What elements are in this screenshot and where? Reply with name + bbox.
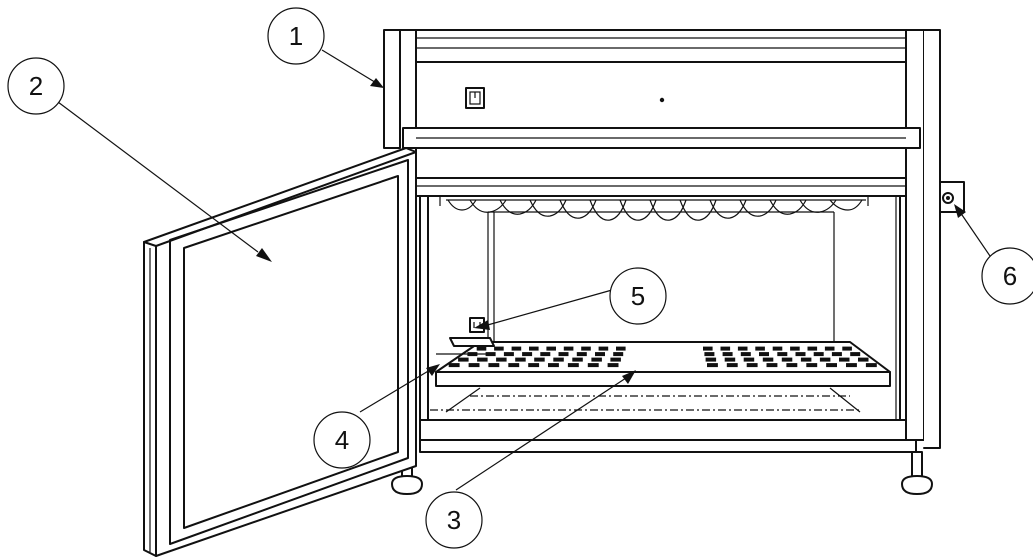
shelf-bracket xyxy=(436,337,495,355)
shelf-slot xyxy=(610,357,621,362)
shelf-slot xyxy=(746,363,758,368)
shelf-slot xyxy=(762,357,774,362)
shelf-slot xyxy=(705,357,717,362)
shelf-slot xyxy=(528,363,540,368)
shelf-slot xyxy=(737,346,748,351)
shelf-slot xyxy=(553,357,564,362)
shelf-slot xyxy=(511,346,522,351)
shelf-slot xyxy=(546,346,556,351)
shelf-slot xyxy=(503,352,514,357)
shelf-slot xyxy=(448,363,460,368)
shelf-slot xyxy=(515,357,526,362)
shelf-slot xyxy=(468,363,480,368)
shelf-slot xyxy=(842,346,852,351)
shelf-slot xyxy=(846,363,857,368)
svg-text:6: 6 xyxy=(1003,261,1017,291)
shelf-slot xyxy=(477,357,488,362)
shelf-slot xyxy=(563,346,574,351)
shelf-slot xyxy=(831,352,842,357)
shelf-slot xyxy=(800,357,812,362)
shelf-slot xyxy=(587,363,599,368)
shelf-slot xyxy=(534,357,545,362)
shelf-slot xyxy=(581,346,591,351)
shelf-slot xyxy=(826,363,837,368)
shelf-slot xyxy=(726,363,738,368)
foot-right xyxy=(901,451,933,495)
shelf-slot xyxy=(508,363,520,368)
shelf-slot xyxy=(850,352,861,357)
shelf-slot xyxy=(790,346,800,351)
shelf-slot xyxy=(743,357,755,362)
callout-6: 6 xyxy=(981,247,1033,305)
shelf-slot xyxy=(724,357,736,362)
shelf-slot xyxy=(703,346,713,351)
shelf-slot xyxy=(781,357,793,362)
shelf-slot xyxy=(591,357,602,362)
shelf-slot xyxy=(704,352,715,357)
callout-1: 1 xyxy=(267,7,325,65)
shelf-slot xyxy=(865,363,877,368)
svg-text:2: 2 xyxy=(29,71,43,101)
svg-text:5: 5 xyxy=(631,281,645,311)
svg-text:3: 3 xyxy=(447,505,461,535)
shelf-slot xyxy=(720,346,731,351)
shelf-slot xyxy=(824,346,835,351)
shelf-slot xyxy=(740,352,751,357)
shelf-slot xyxy=(786,363,798,368)
leader-lines xyxy=(57,49,991,491)
shelf-slot xyxy=(476,346,487,351)
shelf-slot xyxy=(558,352,569,357)
shelf-slot xyxy=(777,352,788,357)
shelf-slot xyxy=(488,363,500,368)
shelf-slot xyxy=(772,346,783,351)
shelf-slot xyxy=(766,363,778,368)
shelf-slot xyxy=(807,346,818,351)
shelf-slot xyxy=(576,352,587,357)
shelf-slot xyxy=(806,363,818,368)
door xyxy=(143,147,417,557)
shelf-slot xyxy=(494,346,504,351)
shelf-slot xyxy=(839,357,850,362)
shelf-grid xyxy=(435,341,891,387)
indicator-dot xyxy=(659,97,665,103)
shelf-slot xyxy=(607,363,619,368)
shelf-slot xyxy=(595,352,605,357)
shelf-slot xyxy=(759,352,769,357)
shelf-slot xyxy=(485,352,496,357)
cabinet-body xyxy=(383,29,965,495)
heater-fins xyxy=(439,196,869,221)
callout-5: 5 xyxy=(609,267,667,325)
shelf-slot xyxy=(616,346,626,351)
shelf-slot xyxy=(540,352,551,357)
shelf-slot xyxy=(458,357,469,362)
shelf-slot xyxy=(548,363,559,368)
callout-4: 4 xyxy=(313,411,371,469)
shelf-slot xyxy=(819,357,831,362)
shelf-slot xyxy=(722,352,733,357)
svg-text:1: 1 xyxy=(289,21,303,51)
shelf-slot xyxy=(813,352,824,357)
door-latch-icon xyxy=(939,181,965,213)
shelf-slot xyxy=(522,352,533,357)
shelf-slot xyxy=(572,357,583,362)
shelf-slot xyxy=(858,357,869,362)
shelf-slot xyxy=(707,363,718,368)
shelf-slot xyxy=(567,363,579,368)
callout-3: 3 xyxy=(425,491,483,549)
power-switch-icon xyxy=(465,87,485,109)
shelf-slot xyxy=(795,352,806,357)
shelf-slot xyxy=(755,346,765,351)
shelf-slot xyxy=(598,346,609,351)
svg-text:4: 4 xyxy=(335,425,349,455)
callout-2: 2 xyxy=(7,57,65,115)
shelf-slot xyxy=(529,346,539,351)
shelf-slot xyxy=(613,352,624,357)
shelf-slot xyxy=(496,357,507,362)
